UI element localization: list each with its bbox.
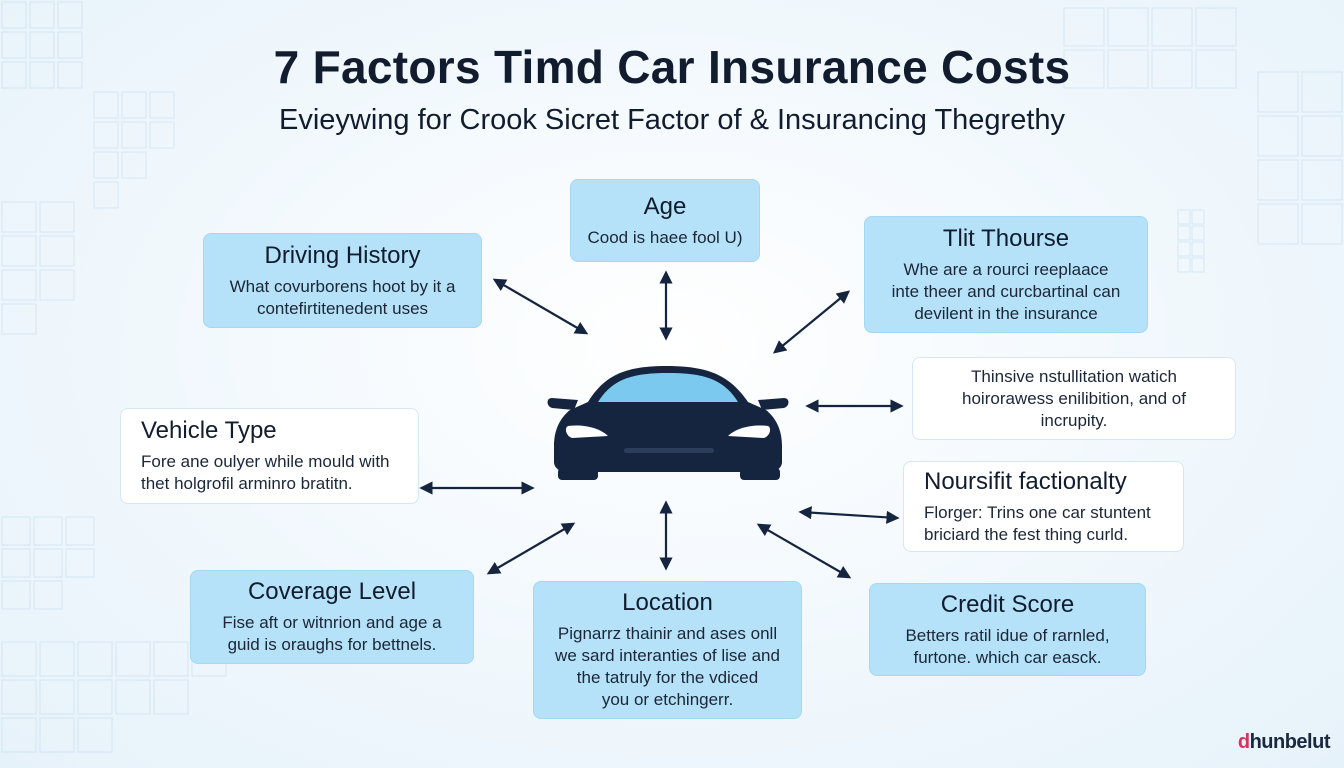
arrow-credit-score (756, 523, 852, 579)
page-title: 7 Factors Timd Car Insurance Costs (273, 41, 1071, 93)
background-grid-decoration (1177, 209, 1205, 273)
background-grid-decoration (1063, 7, 1237, 89)
brand-logo: dhunbelut (1237, 731, 1331, 753)
arrow-noursifit (798, 506, 900, 524)
factor-title: Location (622, 589, 713, 616)
factor-title: Age (643, 192, 687, 220)
factor-card-driving-history: Driving History What covurborens hoot by… (203, 233, 482, 328)
background-grid-decoration (1, 201, 75, 335)
factor-card-vehicle-type: Vehicle Type Fore ane oulyer while mould… (120, 408, 419, 504)
factor-title: Noursifit factionalty (924, 467, 1127, 495)
factor-card-age: Age Cood is haee fool U) (570, 179, 760, 262)
factor-desc: Betters ratil idue of rarnled,furtone. w… (905, 625, 1110, 667)
factor-title: Driving History (264, 241, 421, 269)
arrow-driving-history (492, 278, 589, 335)
background-grid-decoration (1, 1, 83, 89)
arrow-tlit-thourse (772, 290, 851, 354)
factor-card-credit-score: Credit Score Betters ratil idue of rarnl… (869, 583, 1146, 676)
factor-title: Vehicle Type (141, 417, 277, 444)
background-grid-decoration (1, 516, 95, 610)
factor-card-noursifit: Noursifit factionalty Florger: Trins one… (903, 461, 1184, 552)
factor-title: Credit Score (940, 590, 1075, 618)
background-grid-decoration (1, 641, 227, 753)
arrow-coverage-level (486, 522, 576, 575)
factor-title: Tlit Thourse (942, 224, 1070, 252)
car-icon (547, 366, 789, 480)
background-grid-decoration (1257, 71, 1343, 245)
factor-card-coverage-level: Coverage Level Fise aft or witnrion and … (190, 570, 474, 664)
factor-title: Coverage Level (247, 578, 417, 605)
page-subtitle: Evieywing for Crook Sicret Factor of & I… (278, 104, 1066, 136)
factor-desc: Cood is haee fool U) (587, 227, 743, 247)
background-grid-decoration (93, 91, 175, 209)
